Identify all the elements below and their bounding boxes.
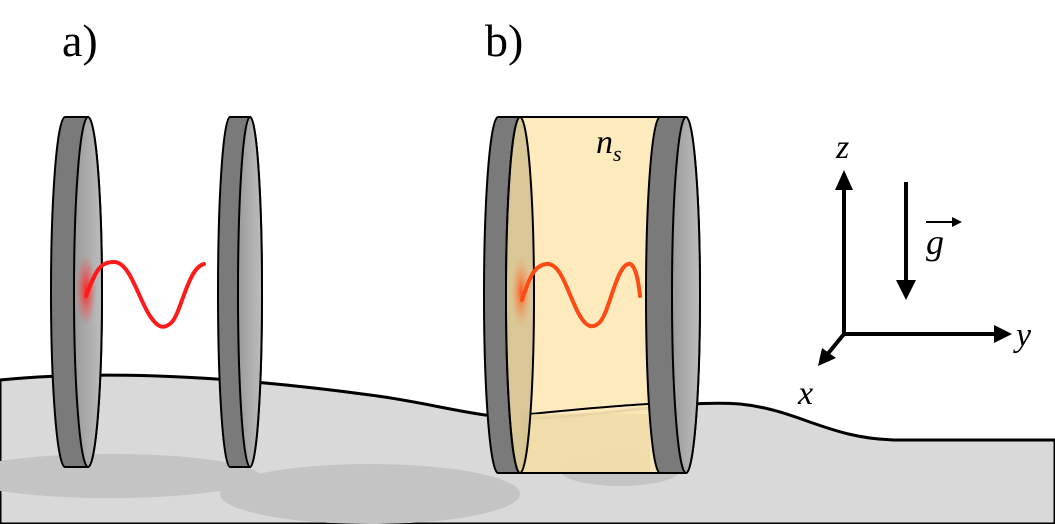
panel-a-beam-spot [76, 254, 96, 326]
y-axis-label: y [1013, 317, 1032, 354]
panel-a-label: a) [62, 15, 98, 66]
panel-b-label: b) [485, 15, 523, 66]
panel-b-medium-ground-line [529, 403, 649, 415]
panel-b-standing-wave [520, 261, 642, 329]
z-axis-label: z [835, 129, 849, 166]
panel-a-right-mirror [217, 116, 263, 468]
gravity-label: g [926, 222, 944, 262]
gravity-vector-arrow [926, 217, 962, 227]
panel-b-beam-spot [511, 256, 531, 328]
panel-b-medium-lower-shade [522, 414, 650, 472]
coordinate-axes [818, 170, 1012, 366]
panel-a-left-mirror [50, 116, 103, 468]
panel-b-right-mirror [645, 116, 701, 474]
ground-shadow-middle [220, 464, 520, 524]
panel-b-medium-label: ns [596, 124, 622, 166]
panel-a-standing-wave [84, 259, 206, 329]
x-axis-label: x [797, 375, 813, 412]
